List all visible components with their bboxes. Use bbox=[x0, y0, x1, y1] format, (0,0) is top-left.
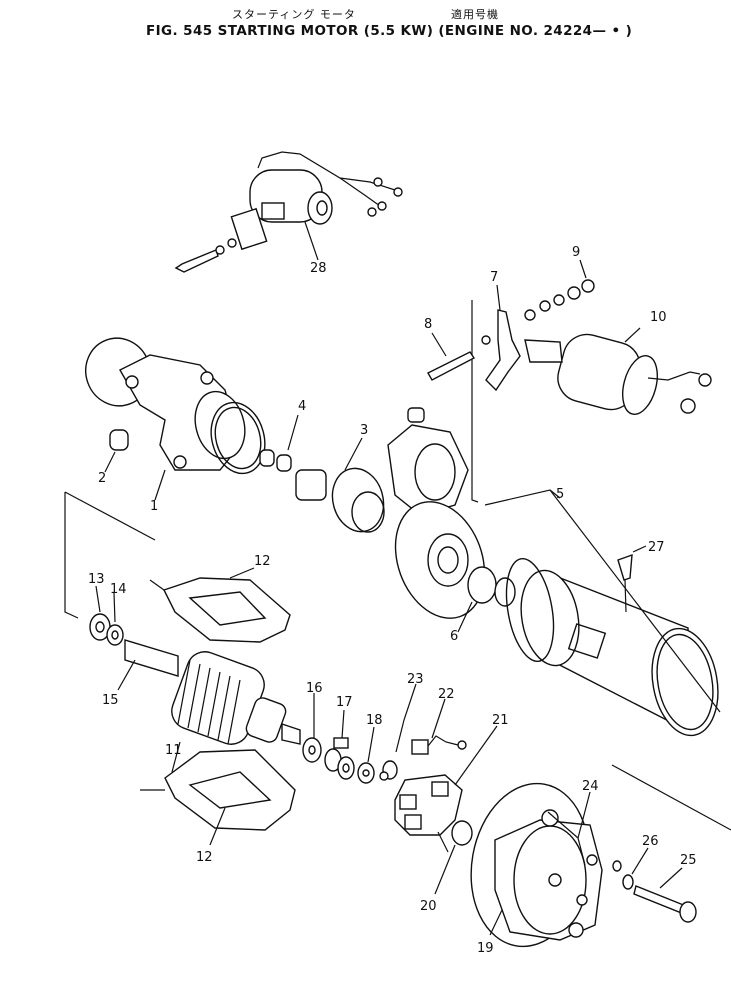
part-22-brush bbox=[411, 698, 467, 755]
part-2-bushing bbox=[104, 429, 129, 473]
callout-22: 22 bbox=[438, 687, 455, 702]
callout-28: 28 bbox=[310, 261, 327, 276]
part-26-washer bbox=[622, 847, 649, 890]
part-12-cover-lower bbox=[140, 749, 296, 846]
callout-24: 24 bbox=[582, 779, 599, 794]
callout-15: 15 bbox=[102, 693, 119, 708]
part-9-nut bbox=[524, 259, 595, 321]
callout-9: 9 bbox=[572, 245, 580, 260]
part-5-yoke bbox=[484, 489, 721, 737]
callout-17: 17 bbox=[336, 695, 353, 710]
callout-4: 4 bbox=[298, 399, 306, 414]
part-19-rear-cover bbox=[470, 782, 603, 948]
part-12-cover-upper bbox=[149, 567, 291, 643]
part-6-bearing bbox=[457, 566, 516, 633]
callout-13: 13 bbox=[88, 572, 105, 587]
part-16-17-18-washers bbox=[302, 693, 375, 784]
part-20-bushing bbox=[434, 820, 473, 895]
callout-20: 20 bbox=[420, 899, 437, 914]
figure-header: スターティング モータ 適用号機 FIG. 545 STARTING MOTOR… bbox=[0, 0, 731, 50]
japanese-title: スターティング モータ bbox=[232, 8, 356, 21]
part-23-brush-spring bbox=[379, 683, 417, 781]
part-4-bearings bbox=[259, 414, 299, 472]
part-21-brush-holder bbox=[394, 725, 498, 853]
callout-25: 25 bbox=[680, 853, 697, 868]
callout-12-lower: 12 bbox=[196, 850, 213, 865]
part-gear-housing bbox=[387, 407, 486, 619]
part-3-pinion-clutch bbox=[295, 437, 385, 533]
part-24-through-bolt bbox=[547, 791, 622, 872]
figure-title: FIG. 545 STARTING MOTOR (5.5 KW) (ENGINE… bbox=[146, 23, 633, 39]
callout-23: 23 bbox=[407, 672, 424, 687]
callout-11: 11 bbox=[165, 743, 182, 758]
callout-6: 6 bbox=[450, 629, 458, 644]
callout-26: 26 bbox=[642, 834, 659, 849]
part-1-drive-housing bbox=[85, 337, 266, 501]
part-28-magnetic-switch bbox=[174, 151, 403, 273]
callout-3: 3 bbox=[360, 423, 368, 438]
callout-2: 2 bbox=[98, 471, 106, 486]
callout-labels: 1 2 3 4 5 6 7 8 9 10 11 12 12 13 14 15 1… bbox=[88, 245, 697, 956]
part-8-bolt bbox=[427, 332, 476, 381]
callout-16: 16 bbox=[306, 681, 323, 696]
callout-8: 8 bbox=[424, 317, 432, 332]
callout-14: 14 bbox=[110, 582, 127, 597]
callout-10: 10 bbox=[650, 310, 667, 325]
callout-5: 5 bbox=[556, 487, 564, 502]
callout-1: 1 bbox=[150, 499, 158, 514]
callout-27: 27 bbox=[648, 540, 665, 555]
part-27-screw bbox=[617, 545, 647, 613]
part-25-bolt bbox=[633, 867, 697, 923]
callout-19: 19 bbox=[477, 941, 494, 956]
callout-7: 7 bbox=[490, 270, 498, 285]
part-13-14-washers bbox=[64, 491, 156, 646]
callout-18: 18 bbox=[366, 713, 383, 728]
part-11-armature bbox=[117, 639, 301, 773]
japanese-applicability: 適用号機 bbox=[451, 8, 499, 21]
part-10-solenoid bbox=[524, 327, 712, 415]
callout-12-upper: 12 bbox=[254, 554, 271, 569]
part-7-shift-lever bbox=[471, 284, 521, 503]
callout-21: 21 bbox=[492, 713, 509, 728]
